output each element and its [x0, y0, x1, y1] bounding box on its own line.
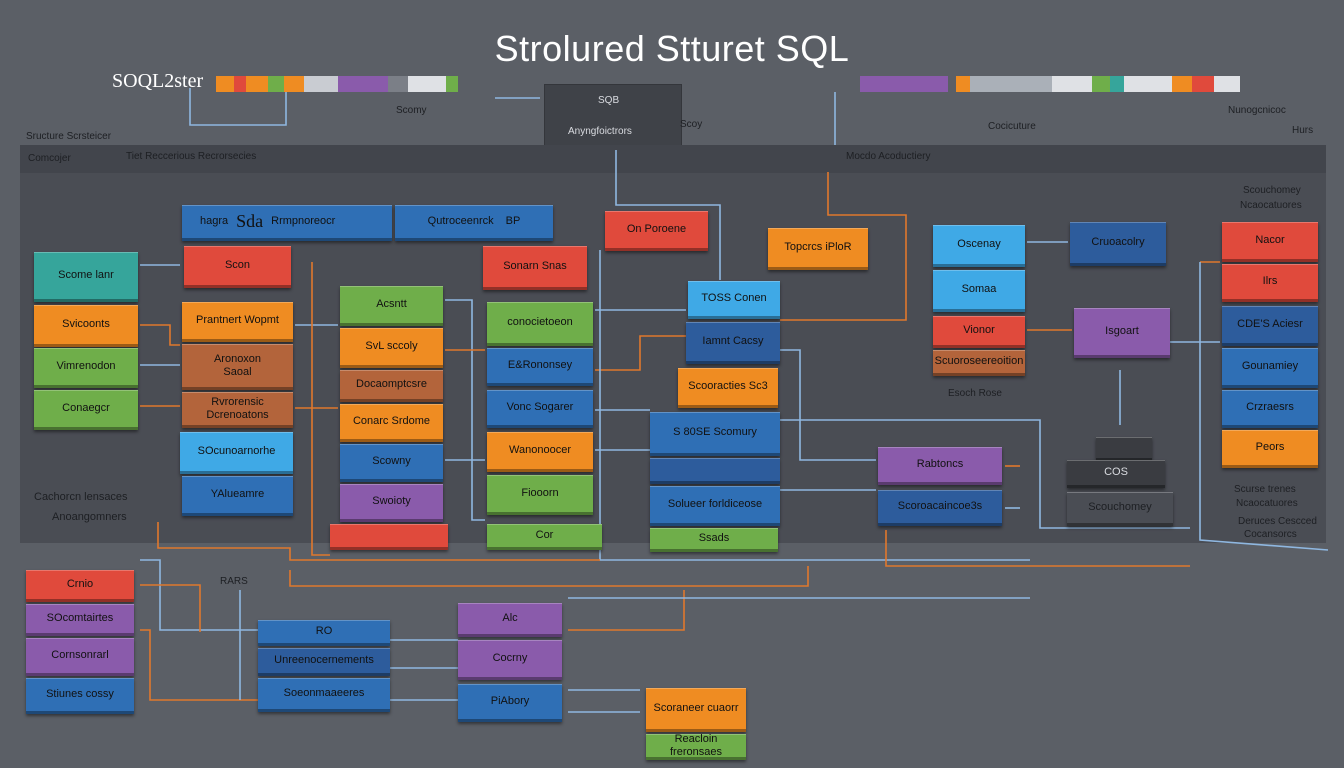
node-on-poroene[interactable]: On Poroene	[605, 211, 708, 251]
label-scoy: Scoy	[680, 119, 703, 130]
header-bar-right[interactable]: Qutroceenrck BP	[395, 205, 553, 241]
label-deruces-csected: Deruces Cescced	[1238, 516, 1317, 527]
node-svicoonts[interactable]: Svicoonts	[34, 305, 138, 347]
node-rabtoncs[interactable]: Rabtoncs	[878, 447, 1002, 485]
node-conarc-srdome[interactable]: Conarc Srdome	[340, 404, 443, 442]
label-module-header: Mocdo Acoductiery	[846, 151, 931, 162]
node-soeonmaaeeres[interactable]: Soeonmaaeeres	[258, 678, 390, 712]
header-sql-logo: Sda	[236, 211, 264, 232]
node-scoraneer-cuaorr[interactable]: Scoraneer cuaorr	[646, 688, 746, 732]
node-scoroacaincoe3s[interactable]: Scoroacaincoe3s	[878, 490, 1002, 526]
node-yalueamre[interactable]: YAlueamre	[182, 476, 293, 516]
node-scome-lanr[interactable]: Scome lanr	[34, 252, 138, 302]
node-alc[interactable]: Alc	[458, 603, 562, 637]
node-blue-middle[interactable]	[650, 458, 780, 484]
node-gounamiey[interactable]: Gounamiey	[1222, 348, 1318, 388]
node-dark-top	[1096, 437, 1152, 461]
sql-header-box	[544, 84, 682, 156]
node-rvrorensic[interactable]: Rvrorensic Dcrenoatons	[182, 392, 293, 428]
node-docaomptcsre[interactable]: Docaomptcsre	[340, 370, 443, 402]
logo-text: SOQL2ster	[112, 70, 204, 92]
label-hurs: Hurs	[1292, 125, 1314, 136]
node-aronoxon[interactable]: Aronoxon Saoal	[182, 344, 293, 390]
label-cachorcn: Cachorcn lensaces	[34, 491, 128, 503]
node-reacloin-freronsaes[interactable]: Reacloin freronsaes	[646, 733, 746, 760]
node-nacor[interactable]: Nacor	[1222, 222, 1318, 262]
node-socomtairtes[interactable]: SOcomtairtes	[26, 604, 134, 636]
node-acsntt[interactable]: Acsntt	[340, 286, 443, 326]
node-prantnert-wopmt[interactable]: Prantnert Wopmt	[182, 302, 293, 342]
diagram-title: Strolured Stturet SQL	[494, 28, 850, 69]
label-cocansorcs: Cocansorcs	[1244, 529, 1297, 540]
node-e-ronousey[interactable]: E&Rononsey	[487, 348, 593, 386]
top-color-bar-left	[216, 76, 458, 92]
node-peors[interactable]: Peors	[1222, 430, 1318, 468]
node-scon[interactable]: Scon	[184, 246, 291, 288]
node-scowny[interactable]: Scowny	[340, 444, 443, 482]
top-color-bar-right	[860, 76, 1240, 92]
label-scourse-trenes: Scurse trenes	[1234, 484, 1296, 495]
node-wanonoocer[interactable]: Wanonoocer	[487, 432, 593, 472]
header-bar-right-text: Qutroceenrck	[427, 215, 494, 228]
node-toss-conen[interactable]: TOSS Conen	[688, 281, 780, 319]
node-ro[interactable]: RO	[258, 620, 390, 646]
label-ncaatures-2: Ncaocatuores	[1236, 498, 1298, 509]
node-scuoroseereoition[interactable]: Scuoroseereoition	[933, 350, 1025, 376]
node-conocietoeon[interactable]: conocietoeon	[487, 302, 593, 346]
node-svl-sccoly[interactable]: SvL sccoly	[340, 328, 443, 368]
node-vonc-sogarer[interactable]: Vonc Sogarer	[487, 390, 593, 428]
node-socunoarnorhe[interactable]: SOcunoarnorhe	[180, 432, 293, 474]
label-scomy: Scomy	[396, 105, 427, 116]
label-scouchoney: Scouchomey	[1243, 185, 1301, 196]
node-crnio[interactable]: Crnio	[26, 570, 134, 602]
node-isgoart[interactable]: Isgoart	[1074, 308, 1170, 358]
node-oscenay[interactable]: Oscenay	[933, 225, 1025, 267]
node-vionor[interactable]: Vionor	[933, 316, 1025, 348]
label-sqlbox-small: SQB	[598, 95, 620, 106]
node-iamnt-cacsy[interactable]: Iamnt Cacsy	[686, 322, 780, 364]
node-esoonmotes[interactable]: Scouchomey	[1067, 492, 1173, 526]
node-sose-scomury[interactable]: S 80SE Scomury	[650, 412, 780, 456]
label-sqlbox-main: Anyngfoictrors	[568, 126, 632, 137]
node-scooracties[interactable]: Scooracties Sc3	[678, 368, 778, 408]
node-unreenocernements[interactable]: Unreenocernements	[258, 648, 390, 676]
main-panel-header	[20, 145, 1326, 173]
node-somaa[interactable]: Somaa	[933, 270, 1025, 312]
node-piabory[interactable]: PiAbory	[458, 684, 562, 722]
label-cocicuture: Cocicuture	[988, 121, 1036, 132]
node-stiunes-cossy[interactable]: Stiunes cossy	[26, 678, 134, 714]
node-soluer-forldiceose[interactable]: Solueer forldiceose	[650, 486, 780, 526]
node-cornsonrarl[interactable]: Cornsonrarl	[26, 638, 134, 676]
node-crzraesrs[interactable]: Crzraesrs	[1222, 390, 1318, 428]
node-red-base[interactable]	[330, 524, 448, 550]
header-right-text: Rrmpnoreocr	[271, 215, 336, 228]
node-topcrcs[interactable]: Topcrcs iPloR	[768, 228, 868, 270]
label-numogoicoc: Nunogcnicoc	[1228, 105, 1286, 116]
label-rarrs: RARS	[220, 576, 248, 587]
header-bar-right-bp: BP	[505, 215, 521, 228]
node-ssads[interactable]: Ssads	[650, 528, 778, 552]
label-aroangonsers: Anoangomners	[52, 511, 127, 523]
node-cruoacolry[interactable]: Cruoacolry	[1070, 222, 1166, 266]
node-cor[interactable]: Cor	[487, 524, 602, 550]
label-ncaatures: Ncaocatuores	[1240, 200, 1302, 211]
node-vimrenodon[interactable]: Vimrenodon	[34, 348, 138, 388]
label-tree-relations: Tiet Reccerious Recrorsecies	[126, 151, 257, 162]
node-conaegcr[interactable]: Conaegcr	[34, 390, 138, 430]
node-fiooorn[interactable]: Fiooorn	[487, 475, 593, 515]
header-left-text: hagra	[200, 215, 229, 228]
node-sonarn-snas[interactable]: Sonarn Snas	[483, 246, 587, 290]
header-bar-left[interactable]: hagra Sda Rrmpnoreocr	[182, 205, 392, 241]
node-ilrs[interactable]: Ilrs	[1222, 264, 1318, 302]
node-cos[interactable]: COS	[1067, 460, 1165, 488]
label-category: Comcojer	[28, 153, 71, 164]
label-esoch-rose: Esoch Rose	[948, 388, 1002, 399]
label-structure-header: Sructure Scrsteicer	[26, 131, 112, 142]
node-swoioty[interactable]: Swoioty	[340, 484, 443, 522]
node-cdes-aciesr[interactable]: CDE'S Aciesr	[1222, 306, 1318, 346]
node-cocrny[interactable]: Cocrny	[458, 640, 562, 680]
